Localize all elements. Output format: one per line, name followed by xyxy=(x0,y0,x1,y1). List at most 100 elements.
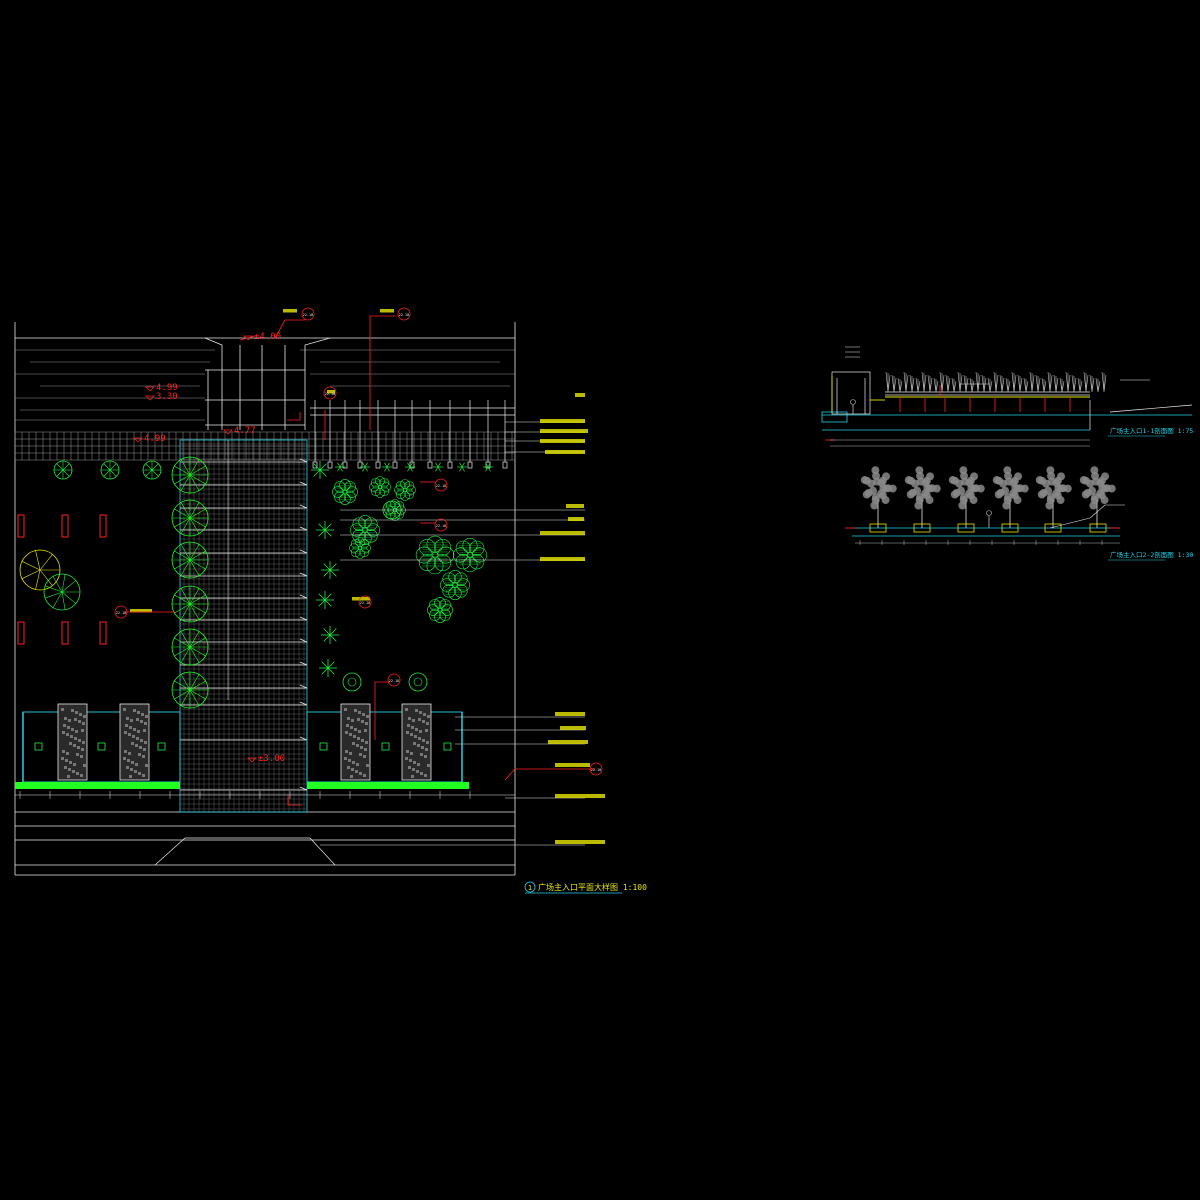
tree-symbol xyxy=(171,541,209,579)
annotation-label xyxy=(548,740,588,744)
grass-symbol xyxy=(1095,377,1101,393)
annotation-label xyxy=(130,609,152,613)
plan-title-text: 广场主入口平面大样图 1:100 xyxy=(538,882,647,892)
grass-symbol xyxy=(891,374,897,393)
grass-symbol xyxy=(1077,377,1083,393)
shrub-symbol xyxy=(427,597,453,623)
grass-symbol xyxy=(999,374,1005,393)
grass-symbol xyxy=(1035,374,1041,393)
annotation-label xyxy=(555,794,605,798)
svg-text:4.99: 4.99 xyxy=(144,434,166,444)
shrub-symbol xyxy=(440,569,471,601)
small-shrub xyxy=(483,462,493,472)
site-plan: 22-18 22-18 22-18 22-18 22-18 22-18 22-18 22-18… xyxy=(14,307,647,894)
tree-pit xyxy=(913,523,931,533)
svg-text:22-18: 22-18 xyxy=(303,313,314,317)
annotation-label xyxy=(540,557,585,561)
svg-text:4.99: 4.99 xyxy=(156,383,178,393)
grass-symbol xyxy=(1017,374,1023,393)
annotation-label xyxy=(540,531,585,535)
annotation-label xyxy=(555,712,585,716)
wall-lamp xyxy=(157,742,166,751)
tree-symbol xyxy=(171,585,209,623)
elevation-marks: ±4.004.993.304.774.99±3.00 xyxy=(133,332,285,764)
wall-lamp xyxy=(34,742,43,751)
svg-text:22-18: 22-18 xyxy=(360,601,371,605)
svg-text:22-18: 22-18 xyxy=(591,768,602,772)
elevation-mark: 3.30 xyxy=(145,392,178,402)
wall-lamp xyxy=(319,742,328,751)
grass-symbol xyxy=(1101,371,1107,393)
grass-symbol xyxy=(1041,377,1047,393)
shrub-symbol xyxy=(452,537,488,573)
tree-elevation xyxy=(992,466,1029,528)
small-shrub xyxy=(405,462,415,472)
tree-symbol xyxy=(142,460,162,480)
callout-bubble: 22-18 xyxy=(358,595,372,609)
bottom-ramp xyxy=(154,837,336,866)
wall-lamp xyxy=(381,742,390,751)
svg-text:22-18: 22-18 xyxy=(325,392,336,396)
svg-text:22-18: 22-18 xyxy=(399,313,410,317)
svg-text:22-18: 22-18 xyxy=(389,679,400,683)
grass-symbol xyxy=(1053,374,1059,393)
callout-bubble: 22-18 xyxy=(387,673,401,687)
elevation-mark: 4.99 xyxy=(133,434,166,444)
palm-symbol xyxy=(408,672,428,692)
annotation-label xyxy=(380,309,394,313)
annotation-label xyxy=(540,419,585,423)
annotation-label xyxy=(540,439,585,443)
annotation-label xyxy=(352,597,370,601)
grass-symbol xyxy=(903,371,909,393)
grass-symbol xyxy=(1065,371,1071,393)
small-shrub xyxy=(360,462,370,472)
annotation-label xyxy=(560,726,586,730)
tree-pit xyxy=(1089,523,1107,533)
annotation-label xyxy=(575,393,585,397)
red-leaders xyxy=(125,315,595,806)
callout-bubble: 22-18 xyxy=(323,386,337,400)
annotation-label xyxy=(327,390,335,394)
grass-symbol xyxy=(1005,377,1011,393)
tree-symbol xyxy=(171,456,209,494)
svg-text:3.30: 3.30 xyxy=(156,392,178,402)
fern-symbol xyxy=(321,626,339,644)
grass-symbol xyxy=(933,377,939,393)
section-2-title: 广场主入口2-2剖面图 1:30 xyxy=(1110,550,1193,559)
section-2-2: 广场主入口2-2剖面图 1:30 xyxy=(845,466,1193,561)
elevation-mark: ±3.00 xyxy=(247,754,285,764)
fern-symbol xyxy=(316,521,334,539)
plan-frame xyxy=(14,322,516,876)
elevation-mark: ±4.00 xyxy=(243,332,281,342)
grass-symbol xyxy=(1089,374,1095,393)
wall-lamp xyxy=(97,742,106,751)
svg-text:4.77: 4.77 xyxy=(234,426,256,436)
decor-panels xyxy=(34,703,452,781)
grass-symbol xyxy=(1083,371,1089,393)
annotation-label xyxy=(540,429,588,433)
small-shrub xyxy=(433,462,443,472)
grass-symbol xyxy=(993,371,999,393)
tree-symbol xyxy=(100,460,120,480)
paving-grid-strip xyxy=(14,431,516,461)
tree-pit xyxy=(1001,523,1019,533)
plan-title-number: 1 xyxy=(528,884,532,892)
annotation-label xyxy=(555,763,590,767)
person-symbol xyxy=(986,510,992,516)
callout-bubble: 22-18 xyxy=(434,518,448,532)
palm-symbol xyxy=(342,672,362,692)
fern-symbol xyxy=(319,659,337,677)
pergola-posts xyxy=(310,400,515,469)
tree-elevation xyxy=(904,466,941,528)
tree-elevation xyxy=(860,466,897,528)
callout-bubble: 22-18 xyxy=(114,605,128,619)
grass-symbol xyxy=(951,377,957,393)
tree-symbol xyxy=(171,628,209,666)
water-band xyxy=(15,349,515,421)
grass-symbol xyxy=(975,371,981,393)
small-shrub xyxy=(382,462,392,472)
entrance-channel xyxy=(204,337,331,430)
svg-text:22-18: 22-18 xyxy=(436,484,447,488)
grass-symbol xyxy=(987,377,993,393)
wall-lamp xyxy=(443,742,452,751)
